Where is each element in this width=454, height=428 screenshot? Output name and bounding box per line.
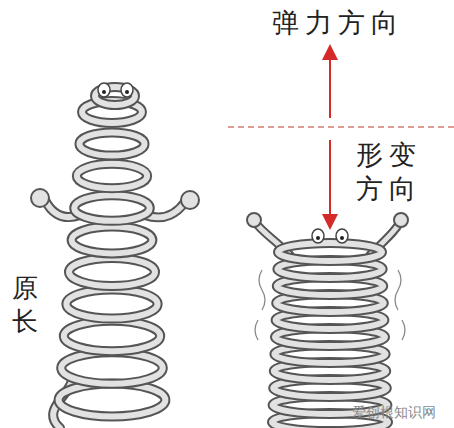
original-length-label: 原长 (12, 272, 44, 337)
spring-coil (64, 321, 160, 351)
spring-coil (64, 321, 160, 351)
pupil (125, 90, 129, 94)
left-spring (31, 83, 199, 428)
spring-coil (72, 227, 153, 254)
spring-coil (72, 227, 153, 254)
spring-coil (69, 258, 155, 286)
deform-arrow (329, 140, 331, 222)
spring-coil (69, 258, 155, 286)
spring-coil (66, 289, 157, 318)
eye (121, 83, 133, 97)
spring-coil (278, 243, 382, 261)
spring-coil (74, 195, 150, 221)
spring-coil (278, 243, 382, 261)
eye (336, 229, 348, 243)
spring-coil (66, 289, 157, 318)
force-arrow (329, 52, 331, 118)
pupil (340, 236, 344, 240)
spring-coil (74, 195, 150, 221)
eye (312, 229, 324, 243)
pupil (316, 236, 320, 240)
spring-coil (79, 132, 144, 155)
spring-coil (79, 132, 144, 155)
force-direction-label: 弹力方向 (272, 6, 452, 40)
divider-line (228, 126, 454, 127)
deformation-direction-label: 形变方向 (356, 138, 424, 206)
spring-coil (77, 164, 147, 188)
eye (98, 83, 110, 97)
watermark: 爱创根知识网 (352, 404, 454, 422)
spring-coil (61, 352, 163, 384)
spring-coil (61, 352, 163, 384)
pupil (102, 90, 106, 94)
spring-coil (77, 164, 147, 188)
right-spring (247, 213, 408, 428)
